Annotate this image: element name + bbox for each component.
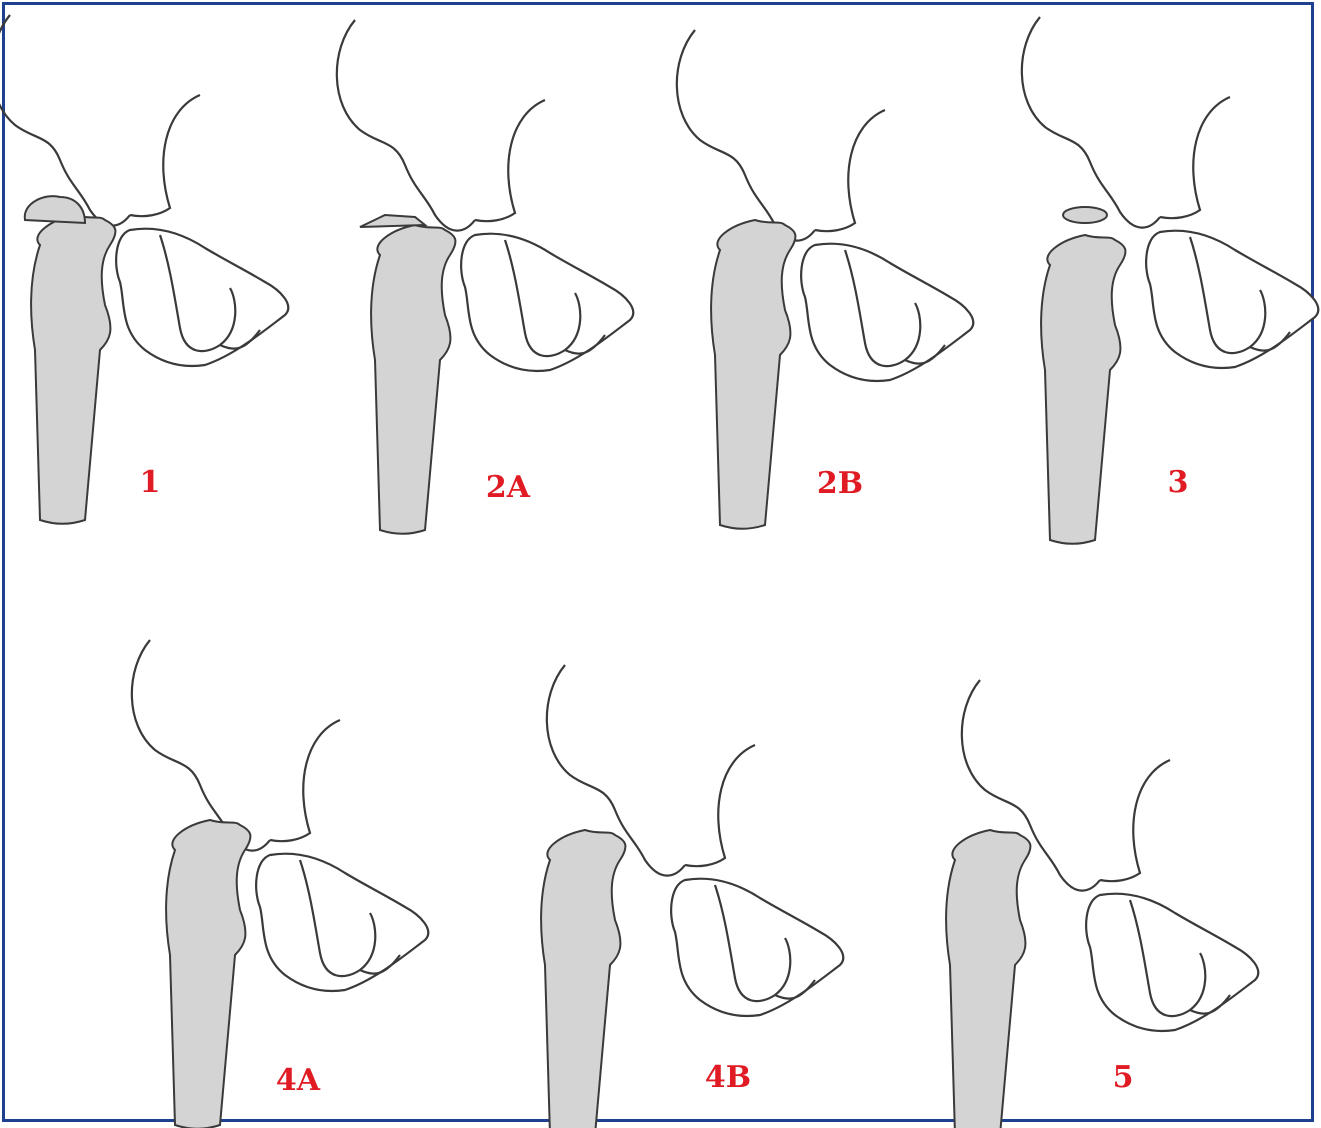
panel-4b: 4B [541, 665, 843, 1128]
panel-label: 5 [1113, 1060, 1134, 1095]
epiphysis [360, 215, 425, 227]
panel-label: 1 [140, 465, 161, 500]
panel-2a: 2A [337, 20, 633, 534]
proximal-femur [711, 220, 795, 529]
proximal-femur [946, 830, 1030, 1128]
proximal-femur [541, 830, 625, 1128]
panel-3: 3 [1022, 17, 1318, 544]
panel-label: 3 [1168, 465, 1189, 500]
panel-label: 2A [486, 470, 531, 505]
panel-label: 4A [276, 1063, 321, 1098]
proximal-femur [166, 820, 250, 1128]
epiphysis [25, 196, 85, 223]
panel-label: 4B [705, 1060, 751, 1095]
proximal-femur [371, 225, 455, 534]
panel-2b: 2B [677, 30, 973, 529]
panel-1: 1 [0, 15, 288, 524]
panel-5: 5 [946, 680, 1258, 1128]
epiphysis [1063, 207, 1107, 223]
panel-label: 2B [817, 466, 863, 501]
proximal-femur [1041, 235, 1125, 544]
panel-4a: 4A [132, 640, 428, 1128]
proximal-femur [31, 215, 115, 524]
